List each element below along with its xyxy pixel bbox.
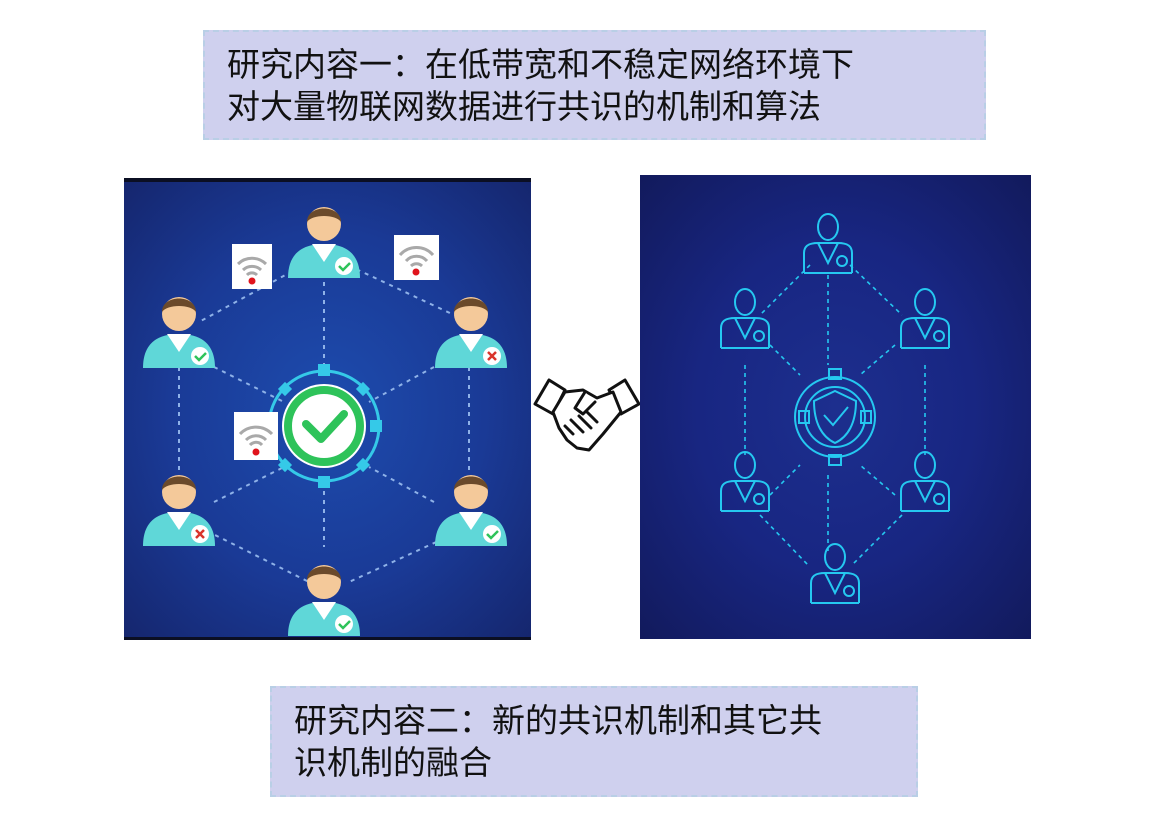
network-consensus-illustration bbox=[124, 178, 531, 640]
neon-user-top bbox=[803, 213, 853, 274]
connection-lines bbox=[178, 253, 470, 583]
handshake-icon bbox=[533, 378, 641, 452]
weak-wifi-icon bbox=[234, 412, 278, 460]
research-content-two-line1: 研究内容二：新的共识机制和其它共 bbox=[294, 701, 822, 740]
neon-user-upper-left bbox=[720, 288, 770, 349]
weak-wifi-icon bbox=[232, 244, 272, 289]
user-node-bottom bbox=[288, 565, 360, 636]
research-content-one-box: 研究内容一：在低带宽和不稳定网络环境下 对大量物联网数据进行共识的机制和算法 bbox=[203, 30, 986, 140]
research-content-one-line2: 对大量物联网数据进行共识的机制和算法 bbox=[227, 87, 821, 126]
user-node-lower-right bbox=[435, 475, 507, 546]
neon-connection-lines bbox=[744, 264, 926, 566]
research-content-two-box: 研究内容二：新的共识机制和其它共 识机制的融合 bbox=[270, 686, 918, 797]
neon-user-upper-right bbox=[900, 288, 950, 349]
neon-shield-check-icon bbox=[794, 368, 876, 466]
user-node-top bbox=[288, 207, 360, 278]
user-node-upper-right bbox=[435, 297, 507, 368]
research-content-one-line1: 研究内容一：在低带宽和不稳定网络环境下 bbox=[227, 45, 854, 84]
user-node-lower-left bbox=[143, 475, 215, 546]
research-content-two-line2: 识机制的融合 bbox=[294, 743, 492, 782]
neon-network-graphic bbox=[720, 213, 950, 604]
network-consensus-graphic bbox=[143, 207, 507, 636]
neon-network-illustration bbox=[640, 175, 1031, 639]
neon-user-lower-left bbox=[720, 451, 770, 512]
neon-user-lower-right bbox=[900, 451, 950, 512]
user-node-upper-left bbox=[143, 297, 215, 368]
weak-wifi-icon bbox=[394, 235, 439, 280]
neon-user-bottom bbox=[810, 543, 860, 604]
green-checkmark-icon bbox=[266, 364, 382, 488]
